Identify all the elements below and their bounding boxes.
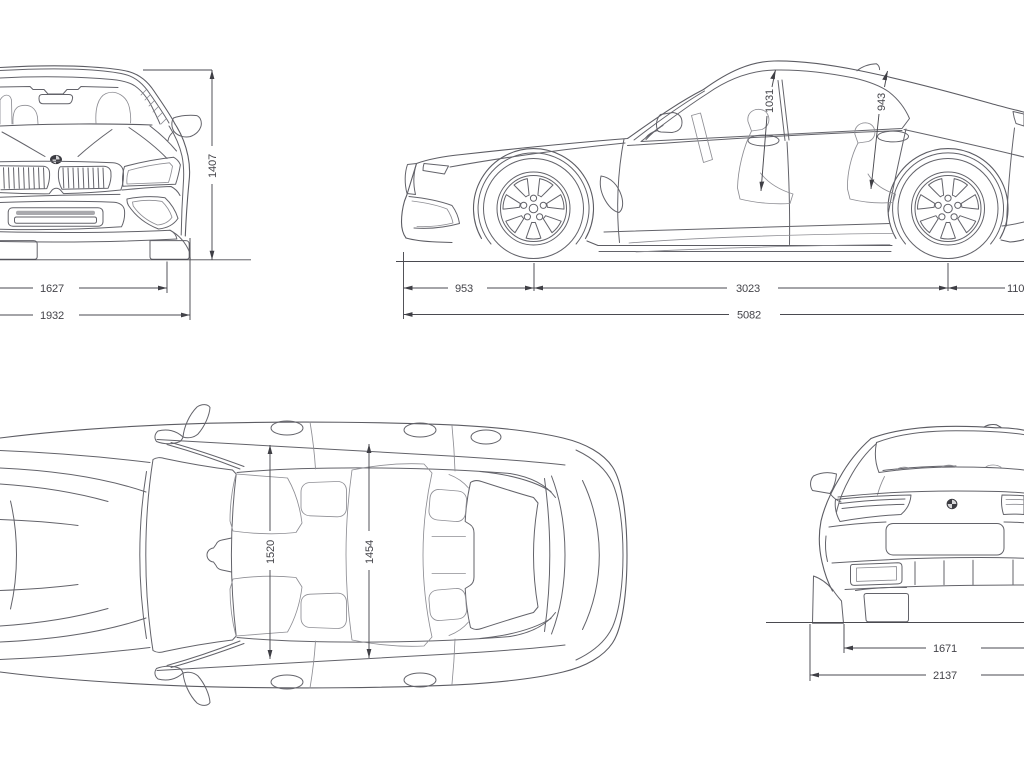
svg-text:1671: 1671 — [933, 643, 957, 655]
svg-text:953: 953 — [455, 283, 473, 295]
svg-text:1454: 1454 — [364, 540, 376, 564]
svg-text:1031: 1031 — [764, 89, 776, 113]
svg-text:5082: 5082 — [737, 310, 761, 322]
svg-text:1932: 1932 — [40, 310, 64, 322]
svg-text:3023: 3023 — [736, 283, 760, 295]
svg-text:2137: 2137 — [933, 670, 957, 682]
svg-text:1407: 1407 — [207, 154, 219, 178]
svg-text:1520: 1520 — [265, 540, 277, 564]
svg-text:943: 943 — [876, 93, 888, 111]
svg-text:1106: 1106 — [1007, 283, 1024, 295]
svg-text:1627: 1627 — [40, 283, 64, 295]
